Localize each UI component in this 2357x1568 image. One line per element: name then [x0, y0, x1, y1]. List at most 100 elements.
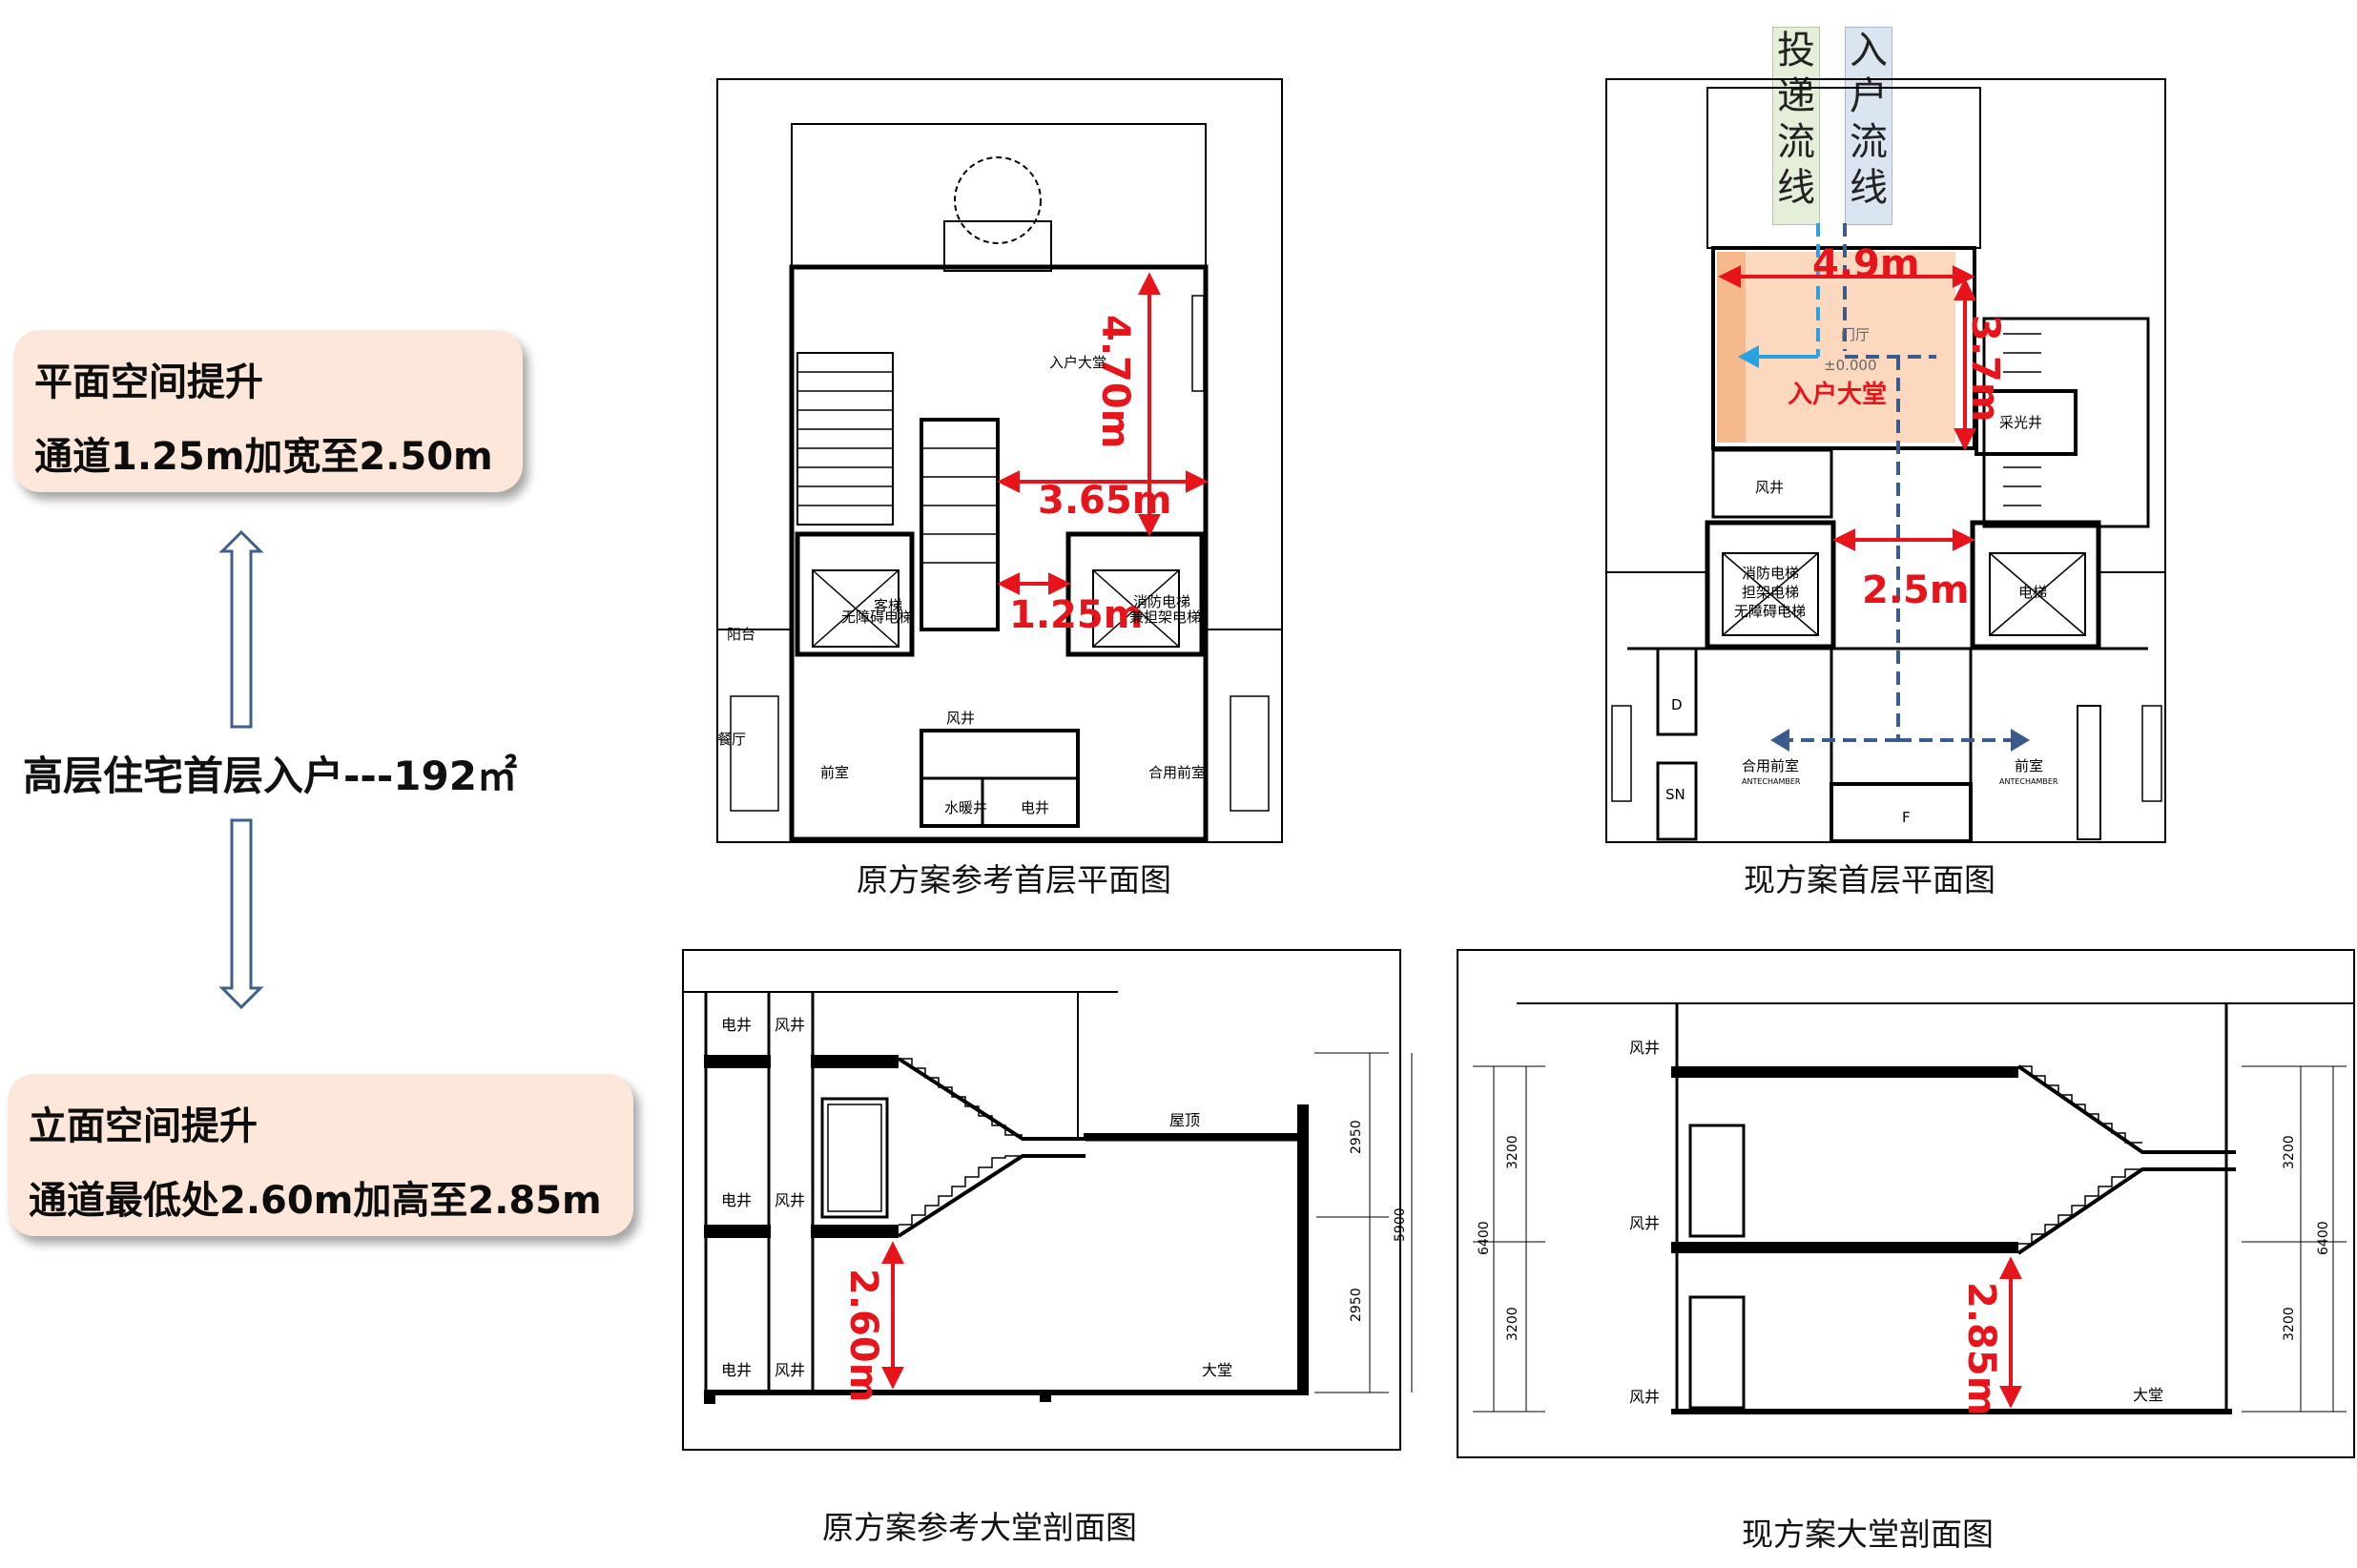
section-original-stair [897, 1057, 1297, 1141]
plan-original-stair-left [796, 352, 894, 526]
room-shaft-original: 风井 [946, 710, 975, 727]
sec-c-shaft-3: 风井 [1629, 1388, 1660, 1406]
entry-flow-label-box: 入户流线 [1845, 27, 1892, 225]
plan-current-light-well [1975, 389, 2078, 456]
section-current-window-2 [1688, 1295, 1746, 1410]
dim-current-width: 4.9m [1812, 242, 1920, 286]
sec-o-elec-3: 电井 [721, 1361, 752, 1379]
plan-current-sn-room [1656, 761, 1698, 841]
room-d: D [1671, 696, 1683, 713]
section-original [682, 949, 1413, 1451]
sec-o-elec-2: 电井 [721, 1191, 752, 1209]
entry-flow-label: 入户流线 [1850, 29, 1888, 210]
room-elevator-right-b: 兼担架电梯 [1129, 609, 1201, 626]
section-improvement-detail: 通道最低处2.60m加高至2.85m [29, 1179, 602, 1223]
sec-c-d1-left: 3200 [1505, 1135, 1520, 1169]
section-improvement-callout: 立面空间提升 通道最低处2.60m加高至2.85m [8, 1074, 633, 1236]
entry-flow-arrow-left [1770, 729, 1789, 752]
section-original-window [820, 1097, 889, 1219]
plan-original-stair-treads [797, 371, 893, 506]
caption-plan-current: 现方案首层平面图 [1744, 861, 1995, 898]
sec-c-d2-right: 3200 [2282, 1307, 2297, 1341]
sec-c-shaft-1: 风井 [1629, 1039, 1660, 1057]
sec-o-shaft-1: 风井 [775, 1016, 805, 1034]
dim-current-height: 3.7m [1963, 315, 2007, 423]
dim-original-height: 4.70m [1093, 315, 1137, 448]
room-elevation: ±0.000 [1824, 357, 1877, 374]
up-hollow-arrow [218, 529, 264, 729]
plan-improvement-detail: 通道1.25m加宽至2.50m [34, 435, 493, 479]
sec-o-elec-1: 电井 [721, 1016, 752, 1034]
room-elevator-left-a: 客梯 [874, 597, 902, 614]
dim-original-width: 3.65m [1038, 479, 1171, 523]
plan-current-fire-elevator [1705, 520, 1836, 650]
plan-improvement-title: 平面空间提升 [34, 361, 263, 404]
room-fire-elev2: 担架电梯 [1742, 584, 1799, 601]
delivery-flow-arrowhead [1738, 345, 1759, 368]
sec-c-total-left: 6400 [1477, 1221, 1492, 1255]
room-f: F [1902, 809, 1911, 826]
entry-flow-arrow-right [2011, 729, 2030, 752]
plan-current-frame [1605, 78, 2166, 843]
room-front-right-current: 前室 [2015, 757, 2043, 774]
plan-original-frame [716, 78, 1283, 843]
plan-original [716, 78, 1283, 843]
room-water-original: 水暖井 [944, 799, 987, 816]
sec-c-lobby: 大堂 [2133, 1386, 2163, 1404]
plan-improvement-callout: 平面空间提升 通道1.25m加宽至2.50m [13, 330, 523, 492]
plan-current-elevator [1970, 520, 2101, 650]
room-lobby-original: 入户大堂 [1049, 354, 1106, 371]
center-title: 高层住宅首层入户---192㎡ [23, 753, 517, 799]
room-front-left-current: 合用前室 [1742, 757, 1799, 774]
down-hollow-arrow [218, 818, 264, 1010]
sec-c-d1-right: 3200 [2282, 1135, 2297, 1169]
room-elevator-right-a: 消防电梯 [1133, 593, 1190, 610]
room-balcony: 阳台 [727, 626, 755, 643]
sec-o-roof: 屋顶 [1169, 1111, 1200, 1129]
section-current-window-1 [1688, 1124, 1746, 1238]
room-fire-elev3: 无障碍电梯 [1734, 603, 1806, 620]
room-front-left-en: ANTECHAMBER [1742, 777, 1801, 786]
room-door-hall: 门厅 [1841, 326, 1870, 343]
plan-current [1605, 78, 2166, 843]
caption-section-original: 原方案参考大堂剖面图 [822, 1509, 1137, 1546]
room-hall: 餐厅 [717, 731, 746, 748]
caption-section-current: 现方案大堂剖面图 [1742, 1516, 1994, 1553]
plan-current-stair-right [1982, 317, 2150, 528]
sec-o-lobby: 大堂 [1202, 1361, 1232, 1379]
sec-c-total-right: 6400 [2316, 1221, 2331, 1255]
plan-original-tree [954, 156, 1042, 244]
room-front-left: 前室 [820, 764, 849, 781]
delivery-flow-label: 投递流线 [1777, 29, 1815, 210]
section-current [1457, 949, 2355, 1458]
plan-original-dimensions [997, 272, 1209, 595]
dim-section-original: 2.60m [841, 1269, 885, 1402]
sec-c-d2-left: 3200 [1505, 1307, 1520, 1341]
plan-original-entry-door [943, 220, 1052, 272]
room-front-right: 合用前室 [1148, 764, 1206, 781]
caption-plan-original: 原方案参考首层平面图 [857, 861, 1171, 898]
plan-original-stair-center [920, 418, 1000, 631]
sec-o-d2: 2950 [1349, 1288, 1364, 1322]
room-lobby-current: 入户大堂 [1788, 380, 1887, 409]
section-original-frame [682, 949, 1401, 1451]
plan-original-courtyard [791, 123, 1207, 268]
room-fire-elev1: 消防电梯 [1742, 565, 1799, 582]
dim-current-corridor: 2.5m [1862, 568, 1970, 612]
room-front-right-en: ANTECHAMBER [1999, 777, 2058, 786]
dim-original-corridor: 1.25m [1009, 593, 1143, 637]
sec-c-shaft-2: 风井 [1629, 1214, 1660, 1232]
room-sn: SN [1665, 786, 1685, 803]
sec-o-shaft-2: 风井 [775, 1191, 805, 1209]
sec-o-total: 5900 [1393, 1207, 1408, 1242]
section-current-frame [1457, 949, 2355, 1458]
section-improvement-title: 立面空间提升 [29, 1104, 258, 1148]
sec-o-d1: 2950 [1349, 1120, 1364, 1154]
plan-current-d-room [1656, 647, 1698, 736]
sec-o-shaft-3: 风井 [775, 1361, 805, 1379]
delivery-flow-label-box: 投递流线 [1772, 27, 1820, 225]
room-shaft-current: 风井 [1755, 479, 1784, 496]
section-current-stair [2016, 1064, 2236, 1154]
plan-current-lobby-edge [1717, 252, 1746, 443]
